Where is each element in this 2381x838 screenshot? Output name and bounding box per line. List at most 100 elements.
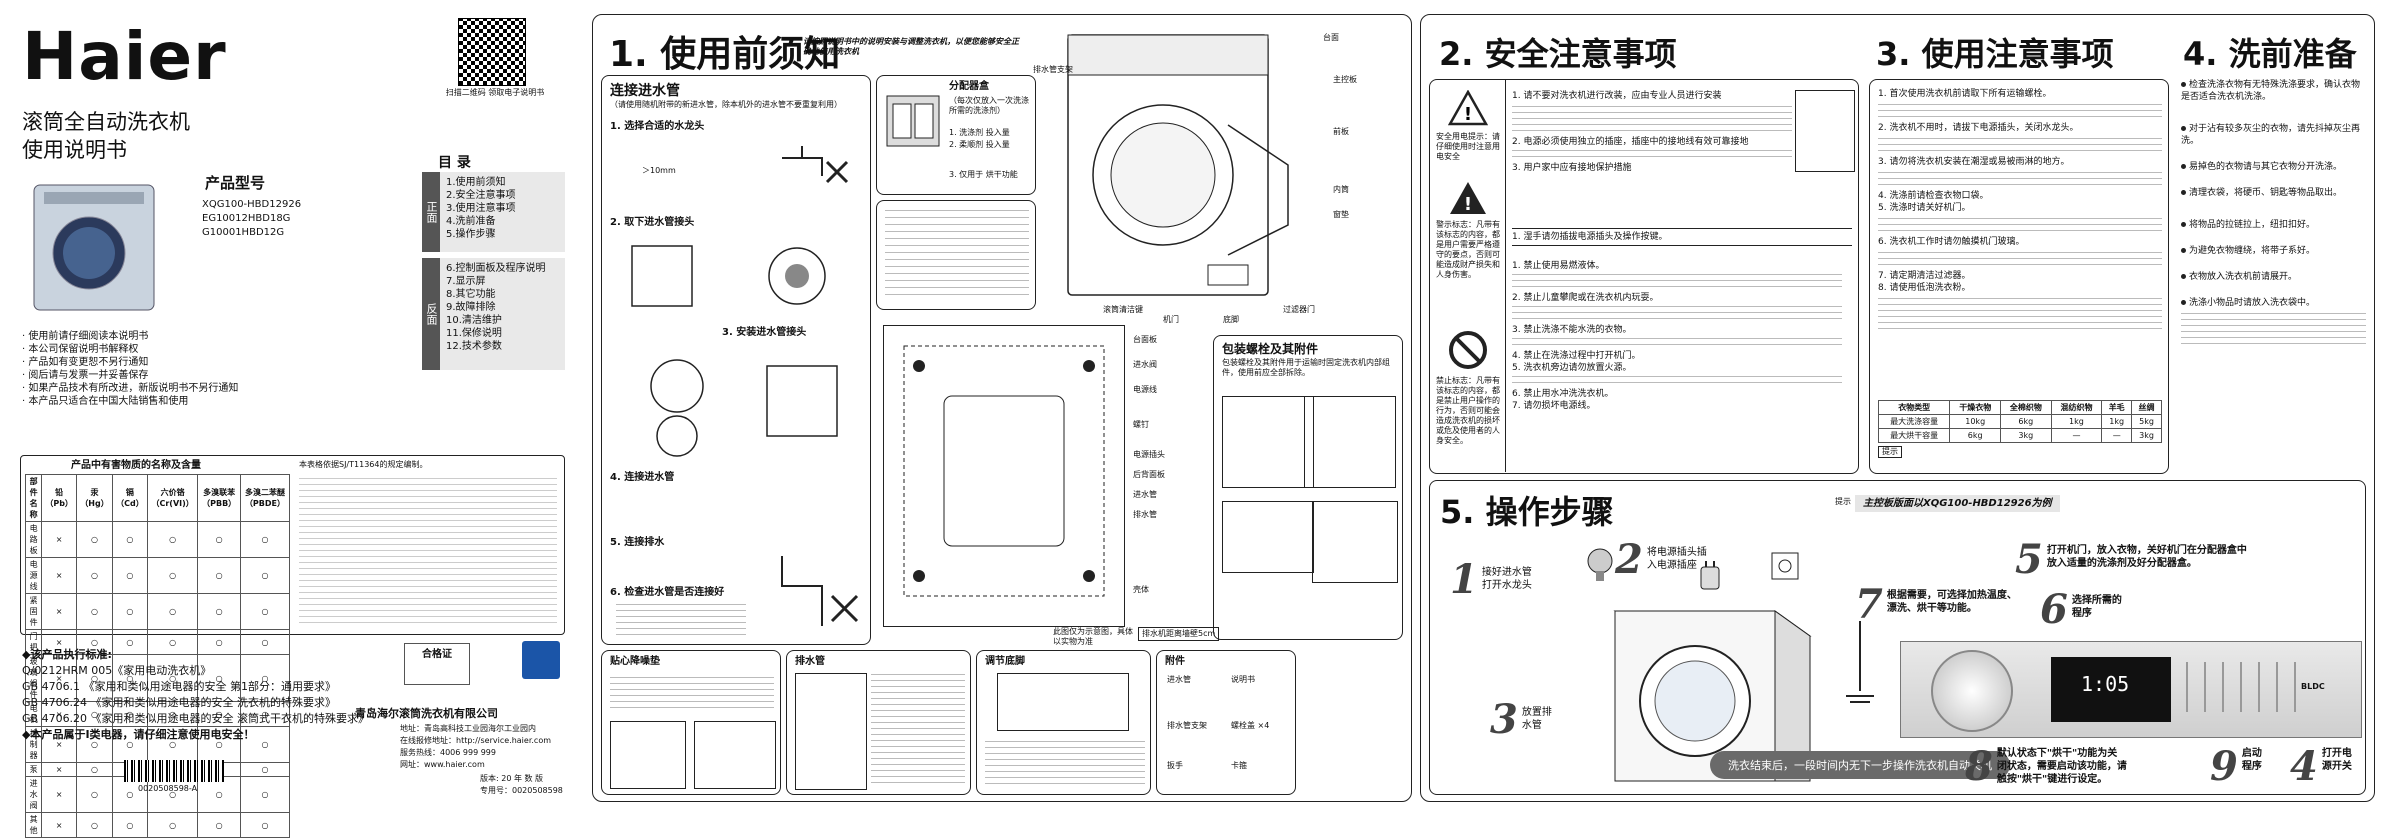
label-filter-door: 过滤器门: [1283, 305, 1315, 314]
sec5-model-note: 主控板版面以XQG100-HBD12926为例: [1855, 495, 2060, 512]
dispenser-item: 3. 仅用于 烘干功能: [949, 170, 1018, 179]
plug-icon: [1700, 561, 1720, 590]
toc-item[interactable]: 5.操作步骤: [446, 229, 496, 240]
warning-item: 1. 请不要对洗衣机进行改装，应由专业人员进行安装: [1512, 91, 1722, 101]
back-label: 电源线: [1133, 385, 1157, 394]
program-knob[interactable]: [1931, 650, 2013, 732]
inlet-title: 连接进水管: [610, 83, 680, 99]
sec4-item: 衣物放入洗衣机前请展开。: [2181, 271, 2366, 283]
dispenser-box: 分配器盒 （每次仅放入一次洗涤所需的洗涤剂） 1. 洗涤剂 投入量 2. 柔顺剂…: [876, 75, 1036, 195]
toc-item[interactable]: 10.清洁维护: [446, 315, 502, 326]
hazard-cell: 泵: [24, 762, 43, 777]
hazard-cell: 进水阀: [24, 776, 43, 813]
washer-perspective-illustration: [1613, 610, 1812, 782]
step-6: 6. 检查进水管是否连接好: [610, 587, 725, 598]
note: · 阅后请与发票一并妥善保存: [22, 370, 149, 381]
label-door: 机门: [1163, 315, 1179, 324]
hotline: 服务热线：4006 999 999: [400, 748, 496, 757]
sec3-box: 1. 首次使用洗衣机前请取下所有运输螺栓。 2. 洗衣机不用时，请拔下电源插头，…: [1869, 79, 2169, 474]
packaging-step-4: [1312, 501, 1398, 583]
step-4: 4. 连接进水管: [610, 472, 675, 483]
prohibit-item: 5. 洗衣机旁边请勿放置火源。: [1512, 363, 1632, 373]
prohibit-label: 禁止标志：凡带有该标志的内容，都是禁止用户操作的行为，否则可能会造成洗衣机的损坏…: [1436, 376, 1500, 445]
capacity-cell: —: [2101, 428, 2133, 443]
illustration-note: 此图仅为示意图，具体以实物为准: [1053, 627, 1133, 646]
brand-logo: Haier: [22, 18, 227, 95]
step-2: 2. 取下进水管接头: [610, 217, 695, 228]
svg-text:!: !: [1464, 194, 1472, 215]
toc-item[interactable]: 9.故障排除: [446, 302, 496, 313]
drain-title: 排水管: [795, 656, 825, 667]
hazard-cell: ○: [111, 557, 148, 594]
capacity-cell: 6kg: [1949, 428, 2002, 443]
drain-text: [871, 673, 965, 788]
sec4-item: 清理衣袋，将硬币、钥匙等物品取出。: [2181, 187, 2366, 199]
prohibit-item: 3. 禁止洗涤不能水洗的衣物。: [1512, 325, 1632, 335]
safety-intro: 安全用电提示：请仔细使用时注意用电安全: [1436, 132, 1500, 161]
toc-item[interactable]: 6.控制面板及程序说明: [446, 263, 546, 274]
capacity-cell: 最大烘干容量: [1877, 428, 1951, 443]
toc-back-label: 反面: [425, 303, 438, 325]
inlet-note: （请使用随机附带的新进水管，除本机外的进水管不要重复利用）: [610, 100, 842, 109]
accessory-item: 排水管支架: [1167, 721, 1207, 730]
hazard-cell: ×: [41, 776, 78, 813]
sec2-box: ! 安全用电提示：请仔细使用时注意用电安全 ! 警示标志：凡带有该标志的内容，都…: [1429, 79, 1859, 474]
drain-icon: [1846, 621, 1874, 703]
back-label: 螺钉: [1133, 420, 1149, 429]
warning-label: 警示标志：凡带有该标志的内容，都是用户需要严格遵守的要点，否则可能造成财产损失和…: [1436, 220, 1500, 279]
hazard-cell: ○: [76, 726, 113, 763]
model-1: XQG100-HBD12926: [202, 199, 302, 210]
energy-badge: [522, 641, 560, 679]
hazard-cell: ○: [76, 593, 113, 630]
hazard-cell: 电源线: [24, 557, 43, 594]
drain-hose-box: 排水管: [786, 650, 971, 795]
hazard-cell: ○: [76, 812, 113, 838]
hazard-header-cell: 部件名称: [24, 474, 43, 522]
toc-item[interactable]: 12.技术参数: [446, 341, 502, 352]
toc-item[interactable]: 3.使用注意事项: [446, 203, 516, 214]
barcode: [124, 760, 224, 782]
hazard-cell: ○: [197, 521, 241, 558]
toc-item[interactable]: 7.显示屏: [446, 276, 486, 287]
toc-front-label: 正面: [425, 201, 438, 223]
warning-icon: !: [1450, 182, 1486, 215]
hazard-cell: 玻璃组件: [24, 654, 43, 702]
function-buttons[interactable]: [2186, 662, 2296, 712]
step-text: 打开机门，放入衣物，关好机门在分配器盒中 放入适量的洗涤剂及好分配器盒。: [2046, 545, 2247, 569]
feet-img: [997, 673, 1129, 731]
toc-item[interactable]: 11.保修说明: [446, 328, 502, 339]
toc-item[interactable]: 8.其它功能: [446, 289, 496, 300]
display-screen: 1:05: [2051, 657, 2171, 722]
toc-item[interactable]: 2.安全注意事项: [446, 190, 516, 201]
right-panel: 2. 安全注意事项 ! 安全用电提示：请仔细使用时注意用电安全 ! 警示标志：凡…: [1420, 14, 2375, 802]
cover-notes: · 使用前请仔细阅读本说明书 · 本公司保留说明书解释权 · 产品如有变更恕不另…: [22, 330, 322, 408]
back-label: 电源插头: [1133, 450, 1165, 459]
capacity-cell: 3kg: [2000, 428, 2052, 443]
prohibit-item: 1. 禁止使用易燃液体。: [1512, 261, 1605, 271]
hazard-cell: ○: [239, 521, 291, 558]
table-row: 电路板×○○○○○: [24, 521, 291, 558]
display-time: 1:05: [2081, 672, 2130, 696]
hazard-cell: ○: [146, 629, 199, 655]
hazard-cell: ○: [239, 812, 291, 838]
step-8: 8 默认状态下"烘干"功能为关 闭状态，需要启动该功能，请 触按"烘干"键进行设…: [1965, 743, 2127, 790]
table-row: 进水阀×○○○○○: [24, 776, 291, 813]
back-label: 排水管: [1133, 510, 1157, 519]
hazard-cell: ○: [146, 701, 199, 727]
step-text: 放置排 水管: [1521, 707, 1552, 731]
qr-code: [458, 18, 526, 86]
table-row: 电源线×○○○○○: [24, 557, 291, 594]
toc-item[interactable]: 1.使用前须知: [446, 177, 506, 188]
sec1-title: 1. 使用前须知: [609, 34, 841, 75]
outlet-icon: [1771, 552, 1799, 580]
dispenser-item: 2. 柔顺剂 投入量: [949, 140, 1010, 149]
warning-item: 2. 电源必须使用独立的插座，插座中的接地线有效可靠接地: [1512, 137, 1749, 147]
cert-label: 合格证: [422, 649, 452, 660]
accessory-item: 卡箍: [1231, 761, 1247, 770]
toc-item[interactable]: 4.洗前准备: [446, 216, 496, 227]
sec2-left-column: [1430, 80, 1506, 472]
hazard-cell: 控制器: [24, 726, 43, 763]
faucet-illustration: [782, 146, 849, 184]
